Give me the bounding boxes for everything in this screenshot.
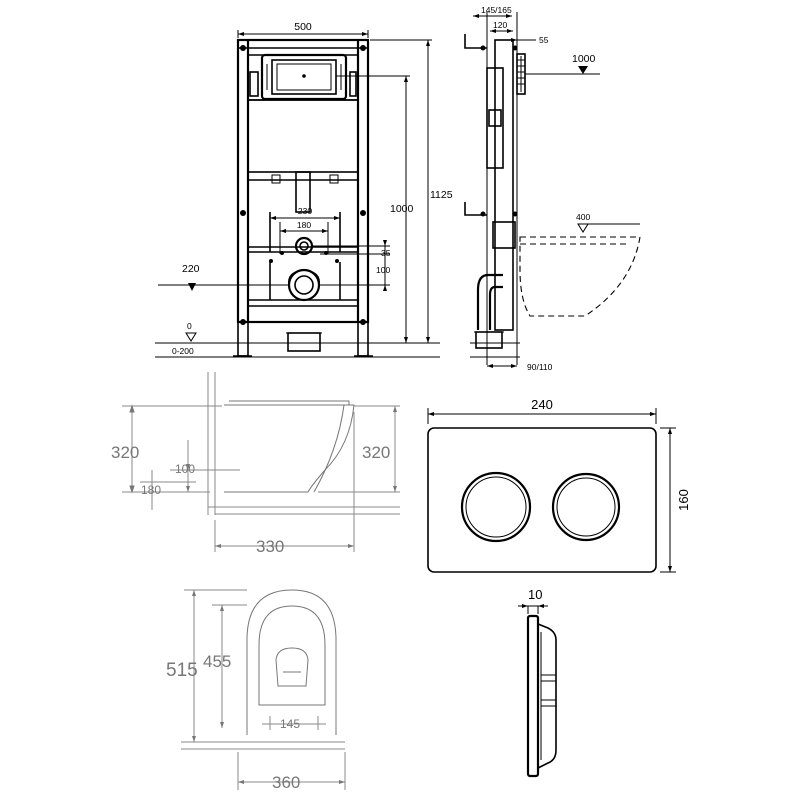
dim-total-height: 1125 xyxy=(430,189,453,201)
dim-90-110: 90/110 xyxy=(527,362,553,372)
dim-bowl-180: 180 xyxy=(141,483,161,497)
bowl-side-view: 320 320 100 180 330 xyxy=(111,372,400,556)
dim-plate-width: 240 xyxy=(531,397,553,412)
dim-bowl-height-right: 320 xyxy=(362,443,390,462)
frame-front-view: 500 1125 1000 230 180 35 100 xyxy=(155,21,453,358)
dim-145-165: 145/165 xyxy=(481,5,512,15)
dim-bowl-100: 100 xyxy=(175,462,195,476)
frame-side-view: 145/165 120 55 1000 400 90/110 xyxy=(464,5,641,372)
dim-plate-height: 160 xyxy=(676,489,691,511)
dim-bowl-height-left: 320 xyxy=(111,443,139,462)
dim-bowl-length: 330 xyxy=(256,537,284,556)
dim-frame-height: 1000 xyxy=(390,203,414,215)
dim-bowl-top-length: 515 xyxy=(166,660,198,681)
flush-plate-front: 240 160 xyxy=(427,397,691,573)
bowl-top-view: 515 455 145 360 xyxy=(166,589,346,792)
dim-bolt-spacing: 145 xyxy=(280,717,300,731)
dim-bowl-inner-length: 455 xyxy=(203,652,231,671)
level-0-200: 0-200 xyxy=(172,346,194,356)
dim-120: 120 xyxy=(493,20,507,30)
dim-100: 100 xyxy=(376,265,390,275)
dim-55: 55 xyxy=(539,35,549,45)
level-0: 0 xyxy=(187,321,192,331)
level-220: 220 xyxy=(182,263,200,275)
dim-bowl-width: 360 xyxy=(272,773,300,792)
dim-180: 180 xyxy=(297,220,311,230)
dim-35: 35 xyxy=(381,248,391,258)
flush-plate-side: 10 xyxy=(518,587,557,778)
dim-frame-width: 500 xyxy=(294,21,312,33)
dim-plate-thickness: 10 xyxy=(528,587,542,602)
level-1000: 1000 xyxy=(572,53,596,65)
level-400: 400 xyxy=(576,212,590,222)
dim-230: 230 xyxy=(298,206,312,216)
